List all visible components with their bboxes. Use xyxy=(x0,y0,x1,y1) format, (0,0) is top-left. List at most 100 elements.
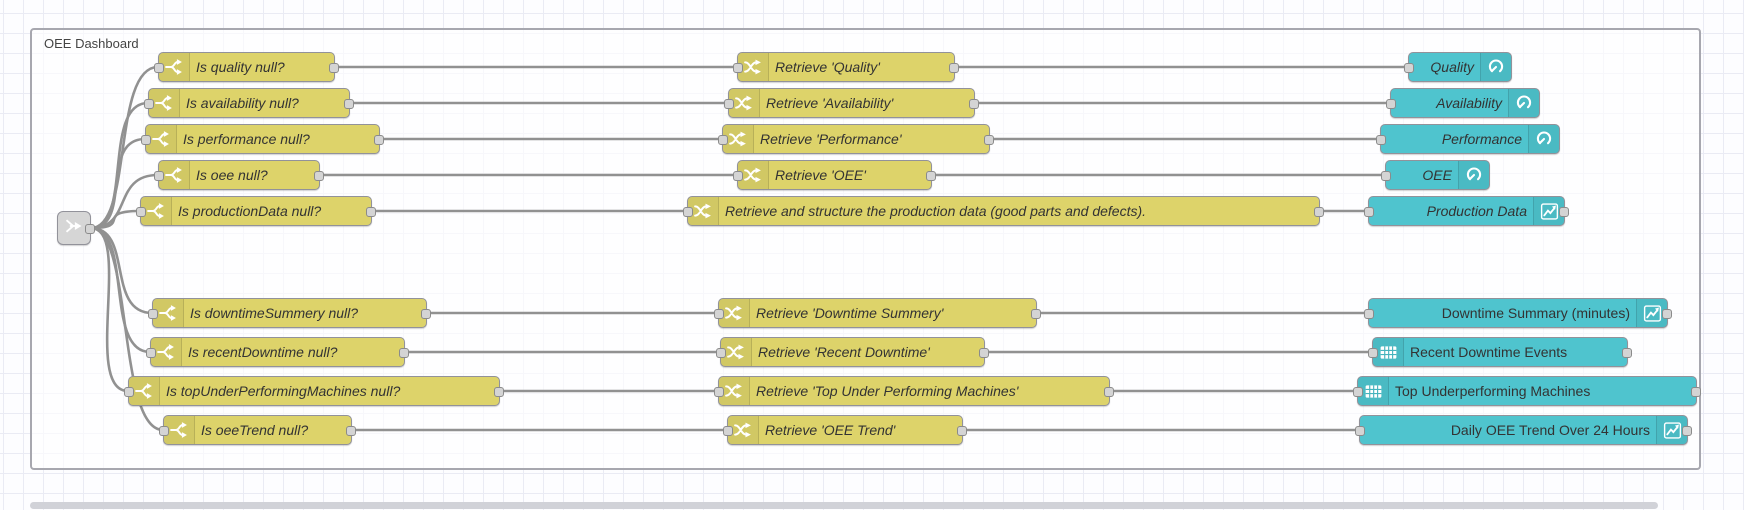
output-port[interactable] xyxy=(399,348,409,358)
link-in-node[interactable] xyxy=(57,211,95,245)
change-icon xyxy=(728,416,759,444)
table-node[interactable]: Recent Downtime Events xyxy=(1368,337,1632,367)
input-port[interactable] xyxy=(1386,99,1396,109)
input-port[interactable] xyxy=(148,309,158,319)
output-port[interactable] xyxy=(1622,348,1632,358)
output-port[interactable] xyxy=(1682,426,1692,436)
change-node[interactable]: Retrieve 'Downtime Summery' xyxy=(714,298,1041,328)
change-node[interactable]: Retrieve 'OEE' xyxy=(733,160,936,190)
chart-icon xyxy=(1656,416,1687,444)
input-port[interactable] xyxy=(1364,309,1374,319)
node-label: Retrieve 'Quality' xyxy=(775,59,880,75)
input-port[interactable] xyxy=(124,387,134,397)
switch-icon xyxy=(159,161,190,189)
input-port[interactable] xyxy=(714,387,724,397)
change-node[interactable]: Retrieve 'OEE Trend' xyxy=(723,415,967,445)
gauge-node[interactable]: Availability xyxy=(1386,88,1540,118)
output-port[interactable] xyxy=(1662,309,1672,319)
output-port[interactable] xyxy=(957,426,967,436)
output-port[interactable] xyxy=(494,387,504,397)
input-port[interactable] xyxy=(141,135,151,145)
change-node[interactable]: Retrieve and structure the production da… xyxy=(683,196,1324,226)
gauge-node[interactable]: OEE xyxy=(1381,160,1490,190)
output-port[interactable] xyxy=(366,207,376,217)
switch-node[interactable]: Is availability null? xyxy=(144,88,354,118)
gauge-node[interactable]: Quality xyxy=(1404,52,1512,82)
output-port[interactable] xyxy=(421,309,431,319)
input-port[interactable] xyxy=(733,171,743,181)
output-port[interactable] xyxy=(344,99,354,109)
input-port[interactable] xyxy=(1353,387,1363,397)
change-node[interactable]: Retrieve 'Quality' xyxy=(733,52,959,82)
switch-icon xyxy=(164,416,195,444)
gauge-icon xyxy=(1508,89,1539,117)
input-port[interactable] xyxy=(723,426,733,436)
switch-node[interactable]: Is topUnderPerformingMachines null? xyxy=(124,376,504,406)
input-port[interactable] xyxy=(1368,348,1378,358)
change-node[interactable]: Retrieve 'Availability' xyxy=(724,88,979,118)
input-port[interactable] xyxy=(718,135,728,145)
output-port[interactable] xyxy=(949,63,959,73)
output-port[interactable] xyxy=(1314,207,1324,217)
chart-node[interactable]: Downtime Summary (minutes) xyxy=(1364,298,1672,328)
horizontal-scrollbar[interactable] xyxy=(30,502,1658,509)
table-node[interactable]: Top Underperforming Machines xyxy=(1353,376,1701,406)
output-port[interactable] xyxy=(926,171,936,181)
input-port[interactable] xyxy=(733,63,743,73)
chart-node[interactable]: Daily OEE Trend Over 24 Hours xyxy=(1355,415,1692,445)
output-port[interactable] xyxy=(969,99,979,109)
input-port[interactable] xyxy=(714,309,724,319)
node-label: Is oee null? xyxy=(196,167,268,183)
node-label: Downtime Summary (minutes) xyxy=(1441,305,1630,321)
input-port[interactable] xyxy=(683,207,693,217)
input-port[interactable] xyxy=(1381,171,1391,181)
output-port[interactable] xyxy=(314,171,324,181)
switch-node[interactable]: Is recentDowntime null? xyxy=(146,337,409,367)
node-label: Is recentDowntime null? xyxy=(188,344,338,360)
input-port[interactable] xyxy=(154,63,164,73)
switch-node[interactable]: Is downtimeSummery null? xyxy=(148,298,431,328)
output-port[interactable] xyxy=(346,426,356,436)
output-port[interactable] xyxy=(984,135,994,145)
input-port[interactable] xyxy=(724,99,734,109)
input-port[interactable] xyxy=(136,207,146,217)
input-port[interactable] xyxy=(1364,207,1374,217)
input-port[interactable] xyxy=(154,171,164,181)
switch-node[interactable]: Is oeeTrend null? xyxy=(159,415,356,445)
change-node[interactable]: Retrieve 'Performance' xyxy=(718,124,994,154)
wire[interactable] xyxy=(89,226,165,432)
wire[interactable] xyxy=(89,137,147,230)
input-port[interactable] xyxy=(716,348,726,358)
wire[interactable] xyxy=(89,209,142,230)
change-node[interactable]: Retrieve 'Top Under Performing Machines' xyxy=(714,376,1114,406)
node-label: Is quality null? xyxy=(196,59,285,75)
gauge-node[interactable]: Performance xyxy=(1376,124,1560,154)
switch-node[interactable]: Is productionData null? xyxy=(136,196,376,226)
switch-node[interactable]: Is quality null? xyxy=(154,52,339,82)
output-port[interactable] xyxy=(1031,309,1041,319)
switch-node[interactable]: Is oee null? xyxy=(154,160,324,190)
output-port[interactable] xyxy=(374,135,384,145)
change-node[interactable]: Retrieve 'Recent Downtime' xyxy=(716,337,989,367)
input-port[interactable] xyxy=(1355,426,1365,436)
node-label: Is performance null? xyxy=(183,131,310,147)
input-port[interactable] xyxy=(144,99,154,109)
output-port[interactable] xyxy=(85,224,95,234)
input-port[interactable] xyxy=(159,426,169,436)
input-port[interactable] xyxy=(1376,135,1386,145)
output-port[interactable] xyxy=(1691,387,1701,397)
switch-node[interactable]: Is performance null? xyxy=(141,124,384,154)
wire[interactable] xyxy=(89,173,160,230)
output-port[interactable] xyxy=(1559,207,1569,217)
node-label: Is productionData null? xyxy=(178,203,322,219)
switch-icon xyxy=(153,299,184,327)
chart-node[interactable]: Production Data xyxy=(1364,196,1569,226)
change-icon xyxy=(721,338,752,366)
output-port[interactable] xyxy=(329,63,339,73)
change-icon xyxy=(719,299,750,327)
output-port[interactable] xyxy=(979,348,989,358)
input-port[interactable] xyxy=(1404,63,1414,73)
input-port[interactable] xyxy=(146,348,156,358)
output-port[interactable] xyxy=(1104,387,1114,397)
